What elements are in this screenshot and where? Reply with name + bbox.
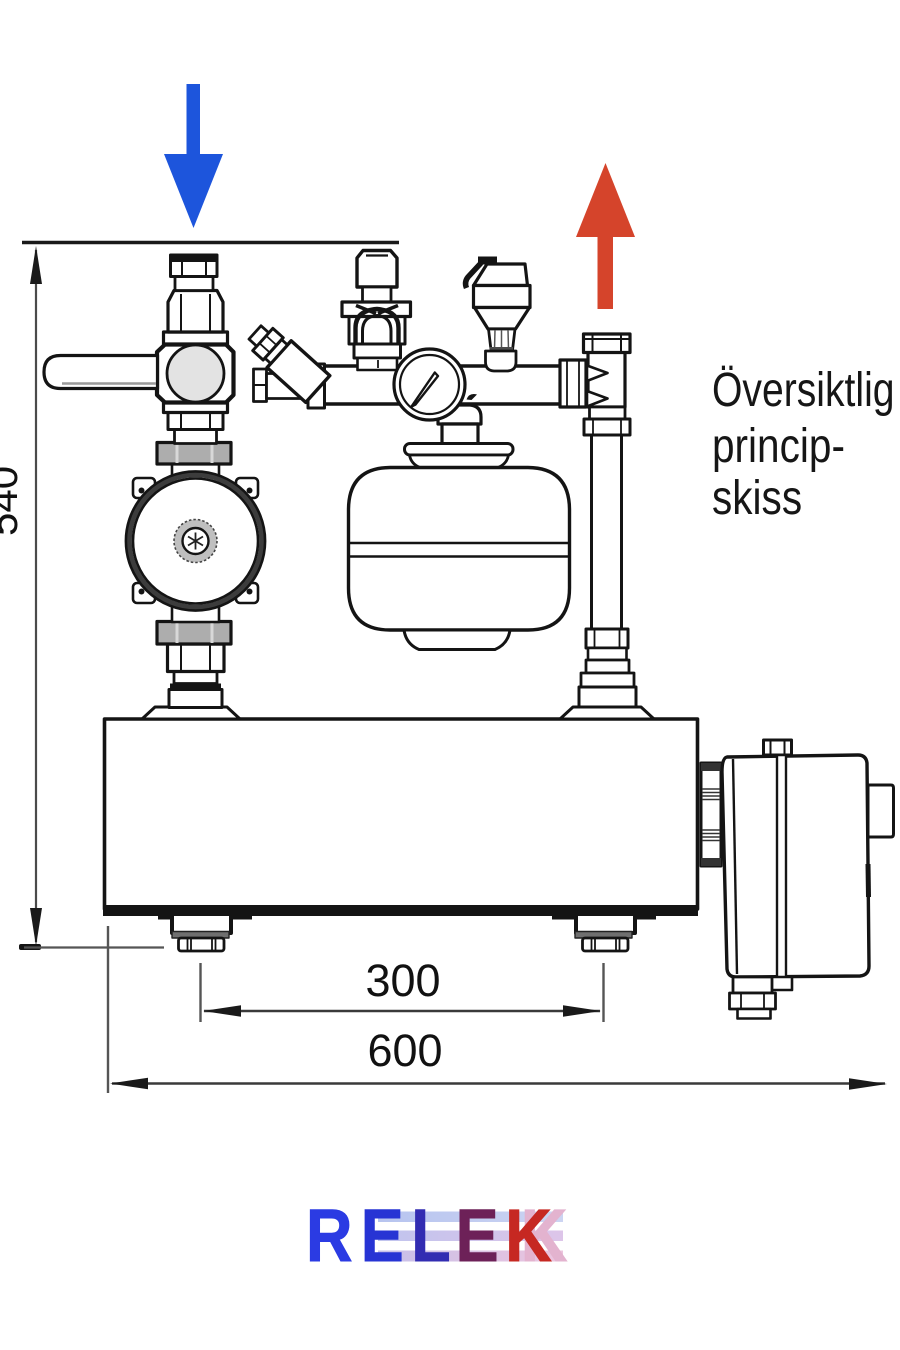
svg-text:E: E [361,1194,404,1277]
svg-text:skiss: skiss [712,472,802,525]
svg-text:L: L [411,1194,450,1277]
svg-text:princip-: princip- [712,420,845,473]
svg-text:K: K [505,1194,551,1277]
svg-text:300: 300 [365,955,440,1006]
svg-text:E: E [456,1194,499,1277]
svg-text:540: 540 [0,466,26,536]
svg-text:K: K [521,1194,567,1277]
svg-text:Översiktlig: Översiktlig [712,363,895,417]
svg-text:R: R [306,1194,352,1277]
svg-text:600: 600 [367,1025,442,1076]
